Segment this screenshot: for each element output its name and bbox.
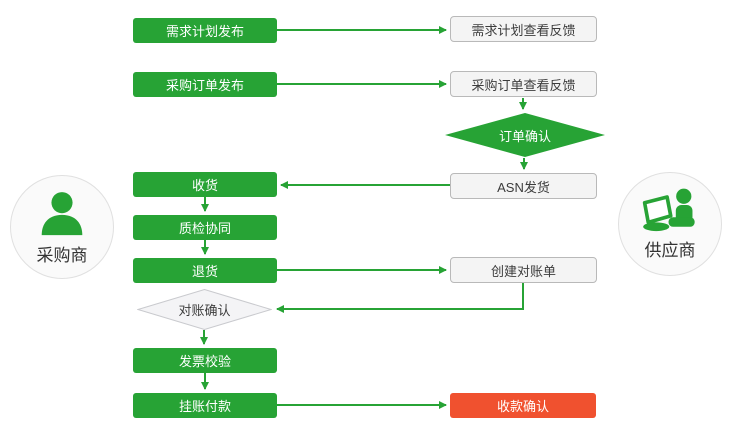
node-quality-collab: 质检协同	[133, 215, 277, 240]
node-receive-goods: 收货	[133, 172, 277, 197]
node-reconcile-confirm: 对账确认	[137, 289, 272, 330]
node-book-payment: 挂账付款	[133, 393, 277, 418]
person-laptop-icon	[642, 188, 695, 231]
person-icon	[41, 192, 83, 236]
node-asn-ship: ASN发货	[450, 173, 597, 199]
node-reconcile-confirm-label: 对账确认	[178, 303, 231, 318]
actor-buyer-label: 采购商	[36, 246, 88, 265]
node-po-view: 采购订单查看反馈	[450, 71, 597, 97]
node-demand-plan-view: 需求计划查看反馈	[450, 16, 597, 42]
node-po-publish: 采购订单发布	[133, 72, 277, 97]
actor-supplier: 供应商	[618, 172, 722, 276]
node-order-confirm: 订单确认	[445, 113, 605, 157]
diamond-shape-green	[445, 113, 605, 157]
diamond-shape-light	[137, 289, 272, 330]
node-demand-plan-publish: 需求计划发布	[133, 18, 277, 43]
node-return-goods: 退货	[133, 258, 277, 283]
actor-supplier-label: 供应商	[644, 240, 696, 260]
actor-buyer: 采购商	[10, 175, 114, 279]
node-invoice-verify: 发票校验	[133, 348, 277, 373]
connector-statement-to-reconcile	[276, 283, 524, 313]
node-receipt-confirm: 收款确认	[450, 393, 596, 418]
node-order-confirm-label: 订单确认	[498, 128, 551, 144]
node-create-statement: 创建对账单	[450, 257, 597, 283]
